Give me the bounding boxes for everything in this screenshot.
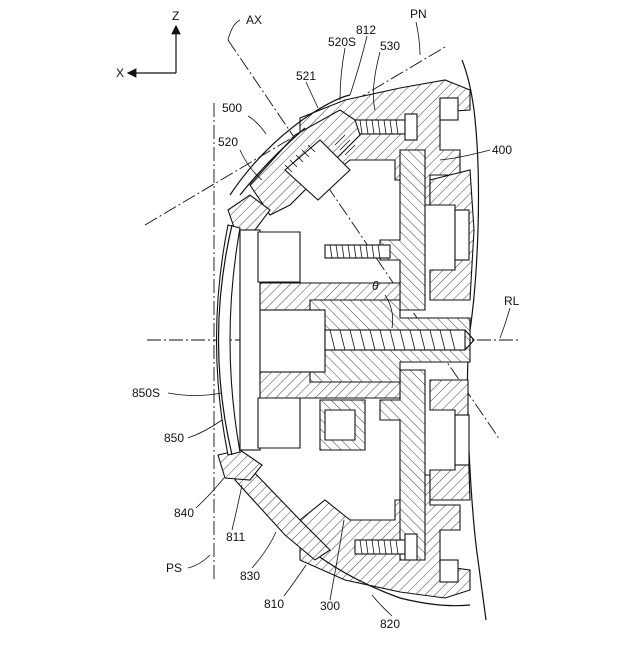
central-screw [325, 330, 474, 350]
middle-screw [325, 245, 390, 258]
label-830: 830 [240, 569, 260, 583]
label-810: 810 [264, 597, 284, 611]
inner-part-lower-core [325, 410, 355, 440]
label-530: 530 [380, 39, 400, 53]
leader-850 [188, 420, 222, 438]
connector-top [440, 98, 458, 120]
label-ax: AX [246, 13, 262, 27]
label-rl: RL [504, 294, 520, 308]
leader-521 [306, 82, 318, 108]
label-300: 300 [320, 599, 340, 613]
side-slot-upper [455, 210, 469, 260]
label-ps: PS [166, 561, 182, 575]
label-850: 850 [164, 431, 184, 445]
inner-block-lower [258, 398, 300, 448]
label-850s: 850S [132, 386, 160, 400]
x-axis-label: X [116, 66, 124, 80]
label-521: 521 [296, 69, 316, 83]
label-840: 840 [174, 506, 194, 520]
label-520s: 520S [328, 35, 356, 49]
label-500: 500 [222, 101, 242, 115]
leader-500 [248, 116, 266, 134]
leader-820 [372, 595, 392, 616]
side-slot-lower [455, 415, 469, 465]
label-400: 400 [492, 143, 512, 157]
axis-indicator: Z X [116, 9, 179, 80]
lens-barrel [240, 230, 260, 450]
label-pn: PN [410, 7, 427, 21]
leader-830 [252, 532, 276, 568]
label-812: 812 [356, 23, 376, 37]
leader-520s [340, 48, 345, 100]
connector-bottom [440, 560, 458, 582]
leader-pn [416, 22, 420, 55]
inner-block-upper [258, 232, 300, 282]
label-811: 811 [226, 530, 245, 544]
upper-screw-head [405, 114, 417, 140]
middle-screw-shank [325, 245, 390, 258]
leader-ps [188, 555, 210, 568]
z-axis-label: Z [172, 9, 179, 23]
label-theta: θ [372, 279, 379, 293]
label-820: 820 [380, 617, 400, 631]
lower-screw-head [405, 534, 417, 560]
leader-rl [500, 308, 510, 338]
leader-840 [196, 478, 224, 508]
leader-ax [228, 20, 240, 40]
leader-810 [284, 565, 306, 596]
label-520: 520 [218, 135, 238, 149]
leader-811 [232, 485, 242, 530]
